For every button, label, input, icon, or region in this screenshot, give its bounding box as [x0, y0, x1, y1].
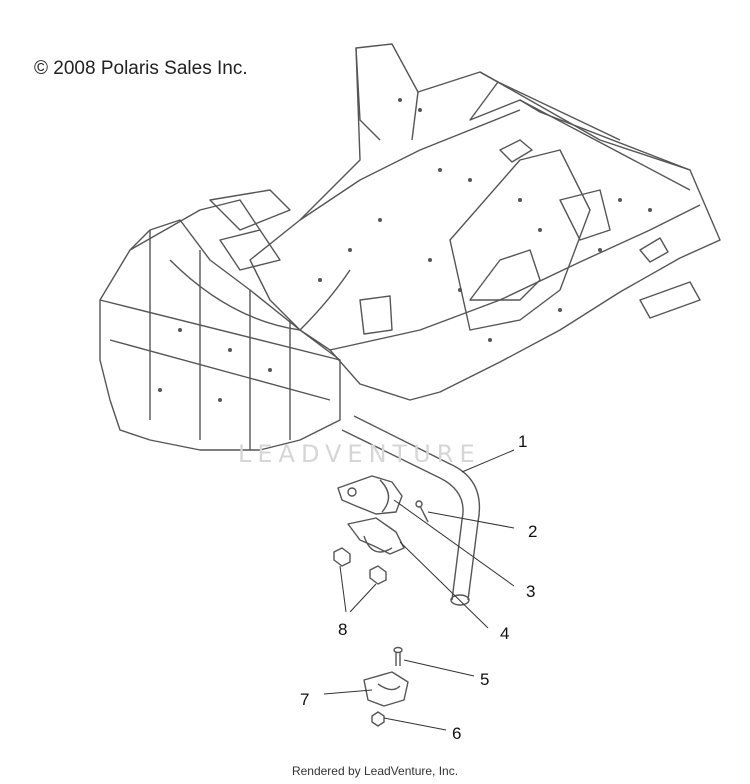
callout-7: 7 [300, 690, 310, 709]
callout-6: 6 [452, 724, 462, 743]
callout-4: 4 [500, 624, 510, 643]
bumper-tube [341, 415, 481, 606]
lower-mount [363, 671, 409, 707]
rivet [415, 500, 429, 523]
rivet-dots [158, 98, 652, 402]
footer-credit: Rendered by LeadVenture, Inc. [291, 764, 459, 778]
watermark: LEADVENTURE [238, 440, 481, 468]
callout-8: 8 [338, 620, 348, 639]
copyright-text: © 2008 Polaris Sales Inc. [34, 58, 248, 79]
callout-2: 2 [528, 522, 538, 541]
small-nut [371, 711, 385, 727]
callout-3: 3 [526, 582, 536, 601]
leader-lines [323, 449, 515, 731]
callout-5: 5 [480, 670, 490, 689]
chassis-frame [249, 43, 721, 401]
callout-1: 1 [518, 432, 528, 451]
upper-clamp-bracket [337, 475, 403, 515]
bolt [393, 646, 403, 666]
lower-clamp [347, 517, 405, 555]
nuts [333, 547, 387, 585]
front-bulkhead [99, 189, 351, 451]
